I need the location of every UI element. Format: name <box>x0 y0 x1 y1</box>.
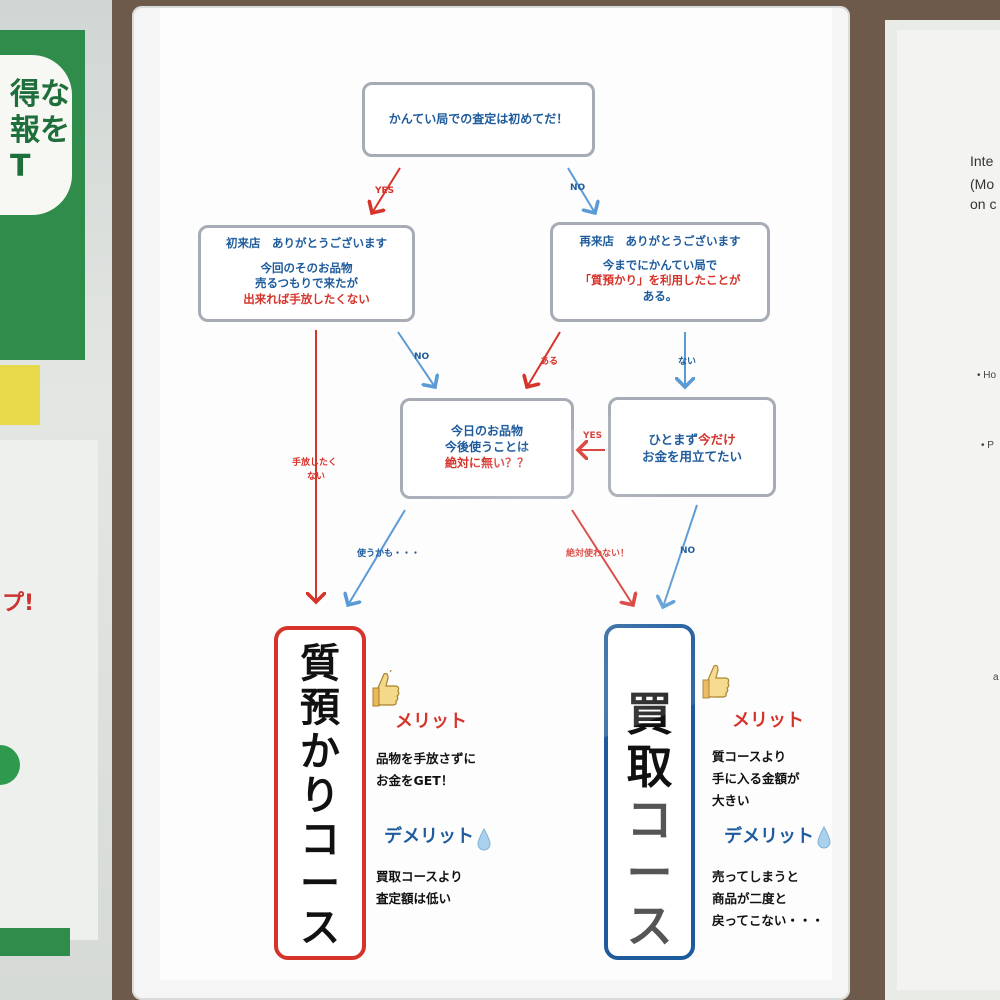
arrow-usage-to-pawn <box>348 509 406 605</box>
arrow-first-to-usage <box>397 331 435 387</box>
buy-merit-line1: 質コースより <box>712 749 787 764</box>
yes-label: YES <box>375 186 395 196</box>
buy-merit-line2: 手に入る金額が <box>712 771 800 786</box>
usage-line1: 今日のお品物 <box>450 424 523 438</box>
left-red-fragment: プ! <box>2 591 35 616</box>
nai-label: ない <box>678 357 697 367</box>
start-question-text: かんてい局での査定は初めてだ！ <box>388 112 569 126</box>
pawn-title-char: 預 <box>300 685 340 731</box>
usage-line2: 今後使うことは <box>444 440 529 455</box>
pawn-title-char: り <box>300 773 340 819</box>
buy-demerit-line1: 売ってしまうと <box>712 869 799 884</box>
temp-line2: お金を用立てたい <box>641 448 742 464</box>
buy-demerit-heading: デメリット <box>724 826 814 847</box>
thumbs-up-icon <box>702 664 730 699</box>
pawn-merit-line2: お金をGET！ <box>376 773 454 788</box>
arrow-yes <box>372 167 401 213</box>
pawn-title-char: か <box>300 729 340 775</box>
start-question-box: かんてい局での査定は初めてだ！ <box>362 82 595 157</box>
no-right-label: NO <box>680 546 696 556</box>
temporary-money-box: ひとまず今だけ お金を用立てたい <box>608 397 776 497</box>
left-background-poster: 得な 報を T プ! <box>0 0 112 1000</box>
zettai-label: 絶対使わない！ <box>566 549 630 559</box>
pawn-title-char: ス <box>300 905 340 951</box>
buy-merit-heading: メリット <box>732 710 804 731</box>
first-visit-line2: 売るつもりで来たが <box>254 276 359 291</box>
right-bullet-1: • Ho <box>977 370 997 381</box>
tsukau-label: 使うかも・・・ <box>357 549 421 559</box>
water-drop-icon <box>477 828 491 851</box>
no-mid-label: NO <box>414 352 430 362</box>
arrow-usage-to-buy <box>571 509 633 605</box>
arrow-temp-to-buy <box>663 504 698 607</box>
right-poster-paper <box>897 30 1000 990</box>
green-bar <box>0 928 70 956</box>
pawn-demerit-line2: 査定額は低い <box>376 891 452 906</box>
buy-merit-line3: 大きい <box>712 793 750 808</box>
pawn-title-char: ー <box>300 861 340 907</box>
buy-course-box: 買 取 コ ー ス <box>604 624 695 960</box>
left-card-text-3: T <box>10 149 31 184</box>
tebanashi-label-1: 手放したく <box>292 458 338 468</box>
return-visit-line1: 今までにかんてい局で <box>602 257 718 272</box>
aru-label: ある <box>540 357 559 367</box>
return-visit-line3: ある。 <box>642 288 678 303</box>
right-bullet-2: • P <box>981 440 994 451</box>
left-lower-card <box>0 440 98 940</box>
arrow-no <box>567 167 595 213</box>
yellow-tab <box>0 365 40 425</box>
return-visit-box: 再来店 ありがとうございます 今までにかんてい局で 「質預かり」を利用したことが… <box>550 222 770 322</box>
buy-title-char: ス <box>626 898 673 953</box>
first-visit-line3: 出来れば手放したくない <box>243 291 370 306</box>
buy-title-char: ー <box>626 845 673 900</box>
water-drop-icon <box>817 826 831 849</box>
right-background-poster: Inte (Mo on c • Ho • P a <box>885 20 1000 1000</box>
right-text-1: Inte <box>970 153 994 169</box>
pawn-title-char: コ <box>300 817 340 863</box>
pawn-demerit-heading: デメリット <box>384 826 474 847</box>
white-card <box>0 55 72 215</box>
left-card-text-1: 得な <box>10 77 70 112</box>
usage-line3: 絶対に無い？？ <box>444 456 529 471</box>
right-text-2: (Mo <box>970 176 995 192</box>
pawn-course-box: 質 預 か り コ ー ス <box>274 626 366 960</box>
return-visit-title: 再来店 ありがとうございます <box>579 234 741 248</box>
buy-demerit-line3: 戻ってこない・・・ <box>712 913 824 928</box>
right-tail: a <box>993 672 999 683</box>
first-visit-title: 初来店 ありがとうございます <box>226 236 387 250</box>
buy-title-char: 買 <box>626 687 673 741</box>
buy-title-char: 取 <box>626 739 673 794</box>
temp-line1: ひとまず今だけ <box>648 432 736 447</box>
thumbs-up-icon <box>372 670 400 707</box>
buy-title-char: コ <box>626 792 673 847</box>
first-visit-line1: 今回のそのお品物 <box>260 260 353 275</box>
arrow-return-to-usage <box>527 331 561 387</box>
green-dot <box>0 745 20 785</box>
left-card-text-2: 報を <box>10 113 70 148</box>
usage-question-box: 今日のお品物 今後使うことは 絶対に無い？？ <box>400 398 574 499</box>
buy-demerit-line2: 商品が二度と <box>712 891 788 906</box>
right-text-3: on c <box>970 196 997 212</box>
pawn-merit-heading: メリット <box>395 711 467 732</box>
yes-left-label: YES <box>583 431 603 441</box>
pawn-title-char: 質 <box>300 641 340 687</box>
pawn-merit-line1: 品物を手放さずに <box>376 751 477 766</box>
tebanashi-label-2: ない <box>307 472 326 482</box>
return-visit-line2: 「質預かり」を利用したことが <box>579 273 741 288</box>
no-label: NO <box>570 183 586 193</box>
pawn-demerit-line1: 買取コースより <box>376 869 463 884</box>
first-visit-box: 初来店 ありがとうございます 今回のそのお品物 売るつもりで来たが 出来れば手放… <box>198 225 415 322</box>
